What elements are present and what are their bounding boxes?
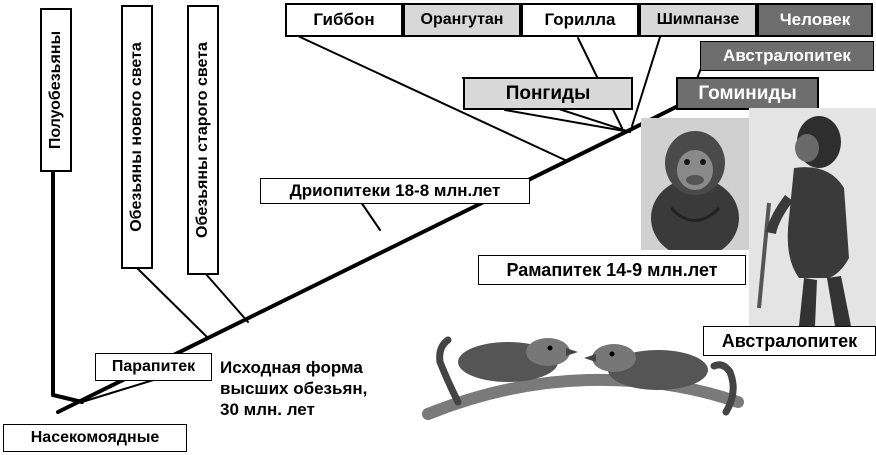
dryopithecus-box: Дриопитеки 18-8 млн.лет (260, 178, 530, 204)
old-world-branch-line (204, 272, 249, 323)
ancestral-form-line-1: Исходная форма (220, 358, 363, 377)
orangutan-box: Орангутан (403, 3, 521, 37)
prosimians-label-box: Полуобезьяны (40, 8, 72, 172)
australopithecus-figure (749, 108, 876, 326)
ancestral-form-line-3: 30 млн. лет (220, 400, 315, 419)
human-box: Человек (757, 3, 873, 37)
ramapithecus-box: Рамапитек 14-9 млн.лет (478, 255, 746, 285)
gibbon-branch-line (299, 36, 566, 161)
australopithecus-bottom-box: Австралопитек (703, 326, 876, 356)
gorilla-box: Горилла (521, 3, 639, 37)
old-world-monkeys-label-box: Обезьяны старого света (187, 5, 219, 275)
australopithecus-top-box: Австралопитек (700, 41, 874, 71)
parapithecus-box: Парапитек (95, 353, 212, 381)
gibbon-box: Гиббон (285, 3, 403, 37)
parapithecus-pointer-line (81, 377, 161, 403)
old-world-monkeys-label: Обезьяны старого света (194, 42, 212, 238)
chimpanzee-box: Шимпанзе (639, 3, 757, 37)
chimpanzee-branch-line (631, 36, 661, 127)
new-world-monkeys-label-box: Обезьяны нового света (121, 5, 153, 269)
new-world-branch-line (136, 267, 209, 339)
prosimians-connector-line (51, 393, 84, 404)
orangutan-photo (641, 118, 749, 250)
ancestral-form-line-2: высших обезьян, (220, 379, 368, 398)
hominids-box: Гоминиды (676, 77, 819, 110)
ancestral-form-text: Исходная форма высших обезьян, 30 млн. л… (220, 357, 367, 420)
new-world-monkeys-label: Обезьяны нового света (128, 42, 146, 232)
tree-shrew-illustration (418, 322, 748, 432)
prosimians-label: Полуобезьяны (47, 30, 64, 150)
pongids-box: Понгиды (463, 77, 633, 110)
insectivores-box: Насекомоядные (3, 424, 187, 452)
pongids-branch-line (504, 109, 631, 133)
